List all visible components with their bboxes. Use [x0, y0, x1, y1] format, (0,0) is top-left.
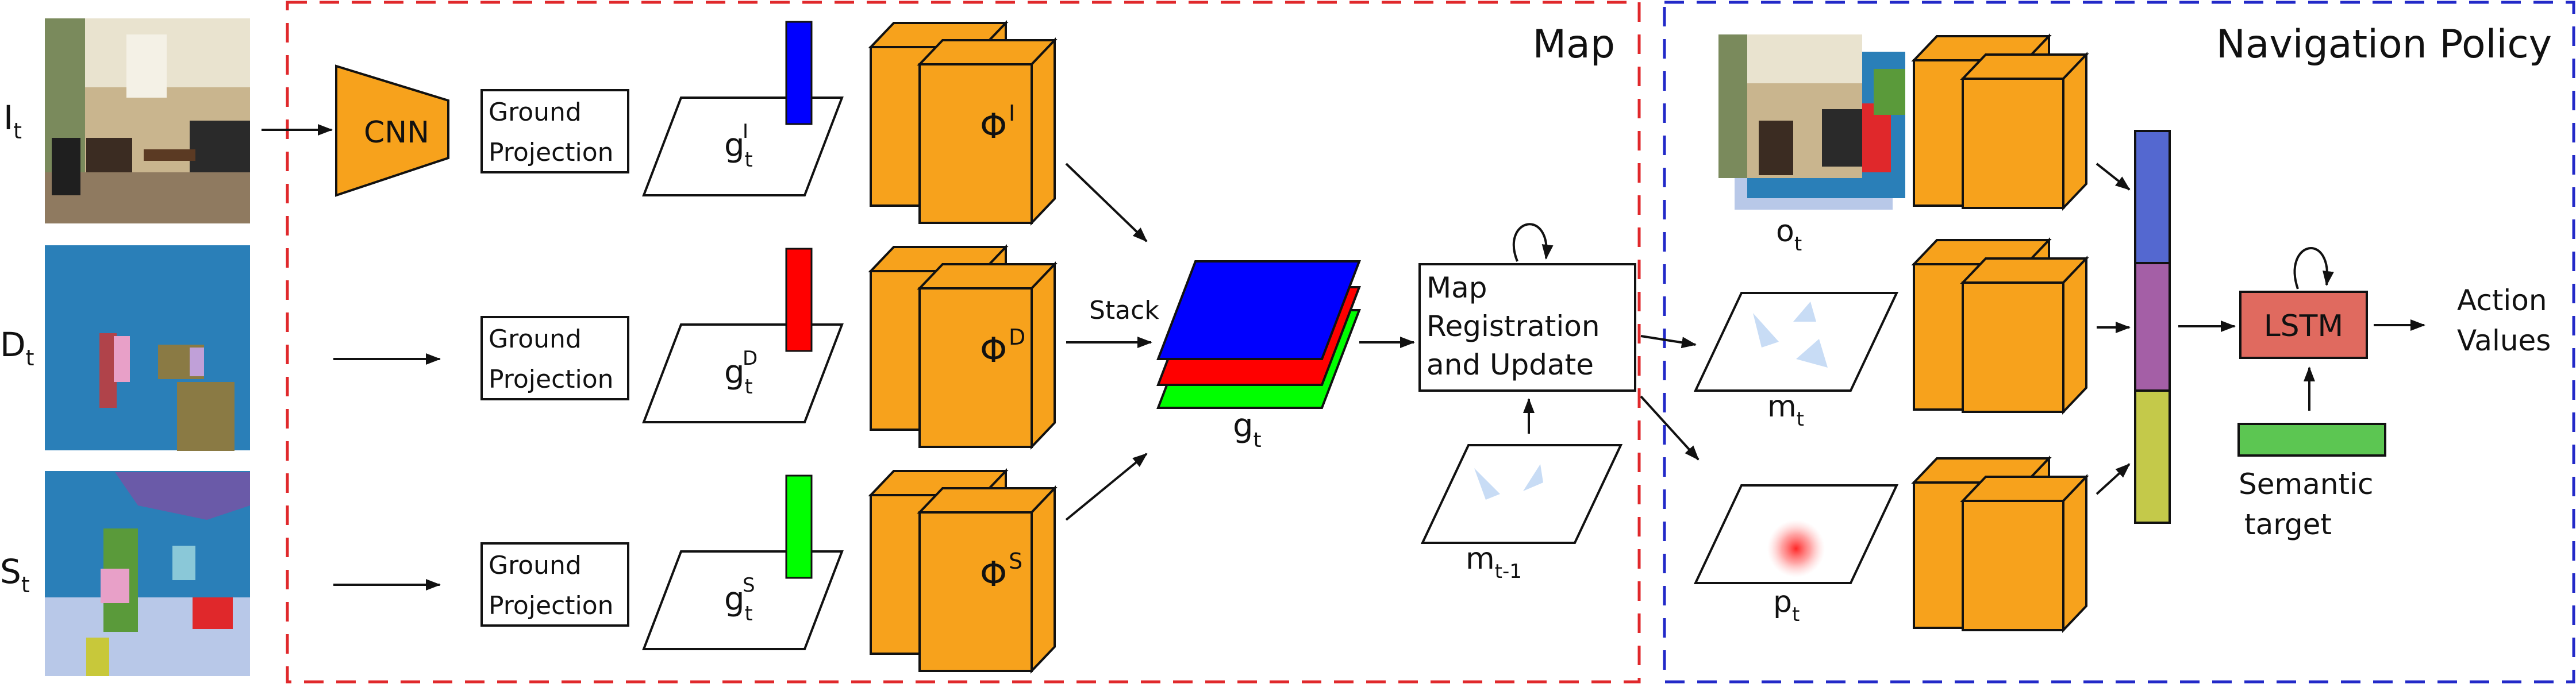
- previous-map: [1420, 444, 1623, 544]
- observation-label: ot: [1776, 214, 1802, 256]
- map-registration-line2: Registration: [1427, 310, 1600, 343]
- lstm-self-loop: [2293, 247, 2334, 290]
- svg-text:Ground: Ground: [489, 551, 582, 580]
- rgb-input-image: [45, 18, 250, 223]
- grid-semantic: gt S: [642, 474, 844, 650]
- ground-projection-rgb: Ground Projection: [480, 89, 629, 173]
- depth-input-image: [45, 245, 250, 451]
- goal-heatspot: [1767, 520, 1825, 577]
- svg-text:Projection: Projection: [489, 138, 614, 167]
- svg-text:S: S: [743, 574, 755, 597]
- map-section-title: Map: [1532, 22, 1615, 67]
- cnn-label: CNN: [364, 115, 429, 150]
- feature-vector: [2134, 130, 2171, 524]
- svg-text:Φ: Φ: [980, 330, 1007, 370]
- policy-section-title: Navigation Policy: [2216, 22, 2552, 67]
- svg-text:Projection: Projection: [489, 365, 614, 394]
- semantic-target-line2: target: [2244, 508, 2332, 541]
- phi-block-depth: Φ D: [868, 244, 1058, 450]
- semantic-target-line1: Semantic: [2239, 468, 2374, 501]
- svg-text:S: S: [1009, 549, 1022, 574]
- svg-text:D: D: [1009, 325, 1025, 350]
- svg-text:gt: gt: [724, 354, 753, 399]
- update-to-goal-map-arrow: [1640, 395, 1700, 461]
- rgb-input-label: It: [3, 98, 22, 144]
- semantic-target-bar: [2237, 423, 2386, 457]
- semantic-input-label: St: [0, 552, 30, 597]
- phi-semantic-to-stack-arrow: [1065, 453, 1148, 521]
- ground-projection-semantic: Ground Projection: [480, 542, 629, 627]
- current-map-label: mt: [1767, 389, 1804, 431]
- goal-to-vector-arrow: [2096, 463, 2131, 495]
- policy-block-goal: [1911, 456, 2089, 633]
- policy-block-map: [1911, 237, 2089, 415]
- stack-label: Stack: [1089, 296, 1159, 325]
- current-map: [1693, 292, 1899, 392]
- map-registration-line1: Map: [1427, 271, 1487, 304]
- depth-input-label: Dt: [0, 325, 34, 370]
- phi-block-semantic: Φ S: [868, 468, 1058, 674]
- svg-text:I: I: [1009, 101, 1015, 126]
- map-section-border: [286, 1, 1641, 684]
- previous-map-label: mt-1: [1466, 542, 1522, 583]
- map-registration-line3: and Update: [1427, 348, 1594, 381]
- map-update-self-loop: [1513, 223, 1554, 262]
- ground-projection-depth: Ground Projection: [480, 316, 629, 400]
- action-values-line2: Values: [2457, 324, 2551, 357]
- lstm-label: LSTM: [2264, 309, 2344, 344]
- svg-text:Projection: Projection: [489, 591, 614, 620]
- svg-text:D: D: [743, 347, 758, 370]
- phi-block-rgb: Φ I: [868, 20, 1058, 226]
- phi-rgb-to-stack-arrow: [1065, 163, 1148, 242]
- lstm-block: [2239, 291, 2368, 359]
- cnn-block: [335, 64, 449, 197]
- svg-text:gt: gt: [724, 581, 753, 626]
- svg-text:Ground: Ground: [489, 98, 582, 127]
- map-registration-box: [1418, 263, 1636, 392]
- policy-section-border: [1663, 1, 2575, 684]
- goal-map-label: pt: [1773, 585, 1800, 626]
- stack-output-label: gt: [1233, 407, 1262, 452]
- action-values-line1: Action: [2457, 284, 2547, 317]
- svg-text:I: I: [743, 120, 748, 143]
- grid-rgb: gt I: [642, 21, 844, 196]
- svg-text:Φ: Φ: [980, 106, 1007, 146]
- stacked-map-layers: [1156, 260, 1361, 409]
- semantic-input-image: [45, 471, 250, 676]
- observation-image: [1718, 34, 1905, 210]
- svg-text:gt: gt: [724, 127, 753, 172]
- svg-text:Ground: Ground: [489, 325, 582, 354]
- policy-block-observation: [1911, 33, 2089, 211]
- obs-to-vector-arrow: [2096, 163, 2131, 191]
- svg-text:Φ: Φ: [980, 554, 1007, 595]
- update-to-map-out-arrow: [1640, 335, 1697, 349]
- grid-depth: gt D: [642, 248, 844, 423]
